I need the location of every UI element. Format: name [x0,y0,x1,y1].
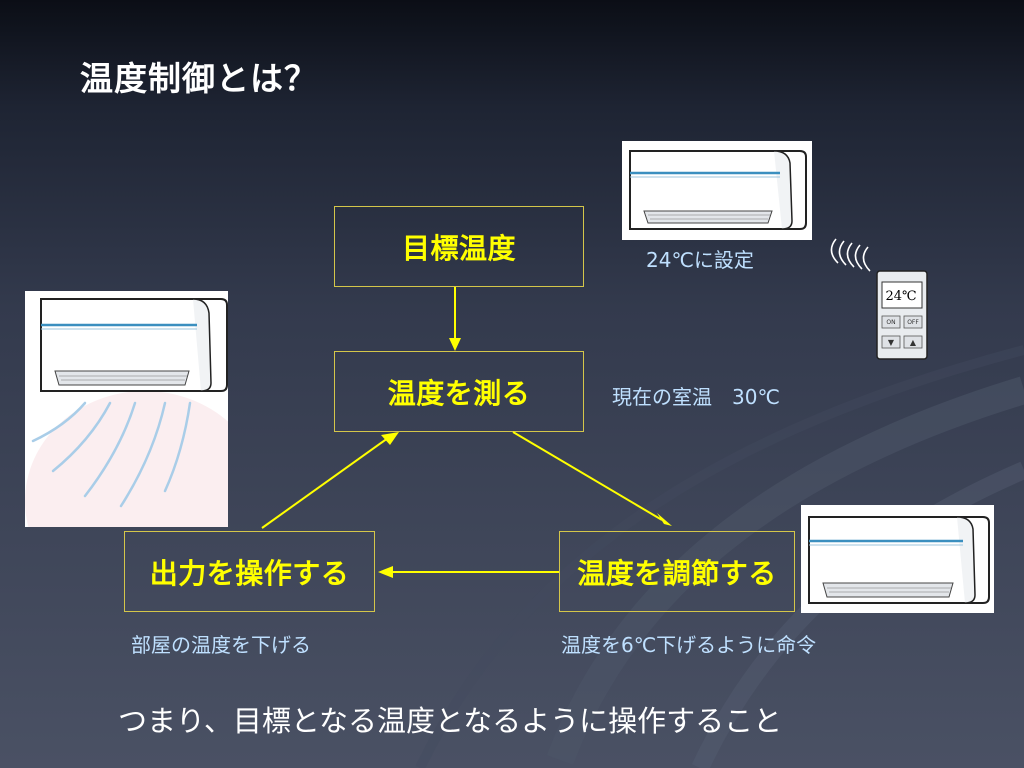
operate-output-box: 出力を操作する [124,531,375,612]
remote-control-icon [876,270,928,360]
arrow-icon [512,431,672,526]
remote-up-button: ▲ [909,337,917,347]
remote-on-button: ON [886,318,896,326]
slide-title: 温度制御とは？ [80,59,318,98]
arrow-icon [378,566,559,578]
lower-room-temperature-note: 部屋の温度を下げる [131,633,311,657]
setpoint-note: 24℃に設定 [646,248,754,272]
air-conditioner-icon [629,150,807,230]
arrow-icon [261,432,399,529]
arrow-icon [449,287,461,351]
aircon-top-panel [622,141,812,240]
current-temperature-note: 現在の室温 30℃ [612,385,780,409]
summary-text: つまり、目標となる温度となるように操作すること [118,704,783,738]
measure-temperature-box: 温度を測る [334,351,584,432]
target-temperature-box: 目標温度 [334,206,584,287]
remote-display-temperature: 24℃ [885,288,917,304]
remote-off-button: OFF [907,318,919,326]
aircon-left-panel [25,291,228,527]
wireless-signal-icon [830,238,871,272]
aircon-bottom-panel [801,505,994,613]
air-conditioner-icon [808,516,990,604]
remote-down-button: ▼ [887,337,895,347]
airflow-icon [31,401,192,508]
air-conditioner-icon [25,298,228,527]
adjust-temperature-box: 温度を調節する [559,531,795,612]
command-note: 温度を6℃下げるように命令 [561,633,817,657]
